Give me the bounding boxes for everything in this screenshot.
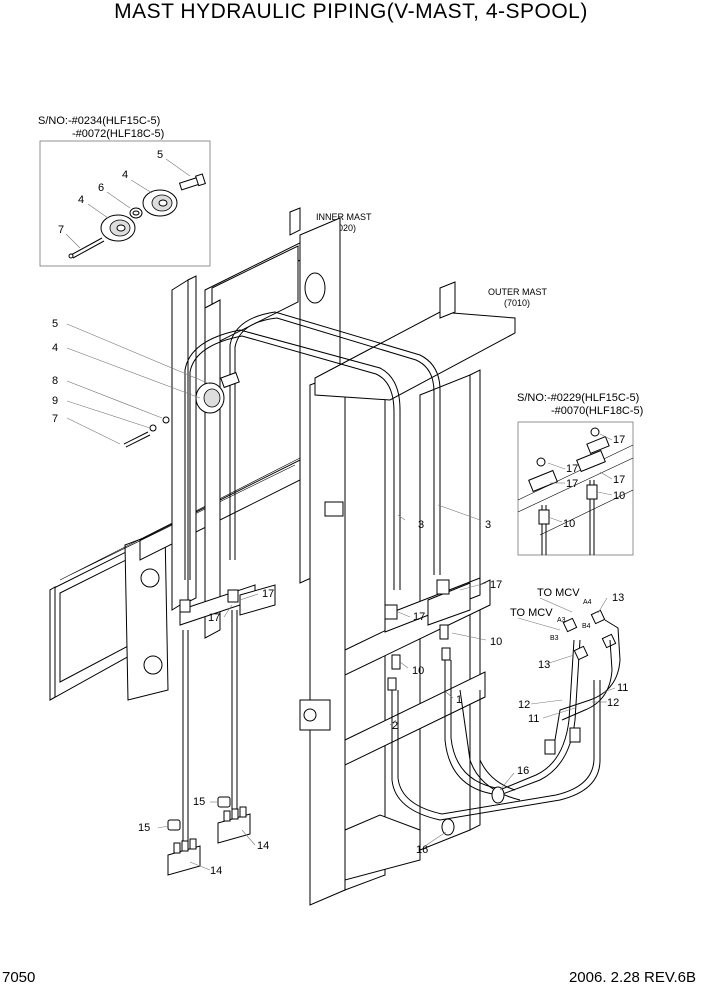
inset-bolt bbox=[178, 173, 206, 191]
callout-7: 7 bbox=[58, 224, 64, 236]
callout-11: 11 bbox=[528, 713, 539, 725]
leader bbox=[599, 471, 613, 480]
callout-8: 8 bbox=[52, 375, 58, 387]
inset-spacer bbox=[129, 207, 143, 219]
callout-14: 14 bbox=[210, 865, 222, 877]
hose-brackets bbox=[179, 577, 481, 691]
hose-clamp bbox=[491, 786, 505, 804]
callout-10: 10 bbox=[412, 665, 424, 677]
serial-note-right: S/NO:-#0229(HLF15C-5) -#0070(HLF18C-5) bbox=[517, 392, 643, 418]
callout-4: 4 bbox=[122, 169, 128, 181]
outer-mast-name: OUTER MAST bbox=[488, 287, 548, 297]
callout-11: 11 bbox=[617, 682, 628, 694]
outer-mast bbox=[299, 281, 516, 906]
port-b3: B3 bbox=[550, 635, 559, 642]
callout-labels: 5 4 6 4 7 5 4 8 9 7 3 3 17 17 10 10 1 2 … bbox=[52, 149, 628, 877]
callout-6: 6 bbox=[98, 182, 104, 194]
to-mcv-label: TO MCV bbox=[510, 607, 553, 619]
inset-roller-right bbox=[142, 189, 178, 217]
callout-9: 9 bbox=[52, 395, 58, 407]
port-a4: A4 bbox=[583, 599, 592, 606]
callout-4: 4 bbox=[52, 342, 58, 354]
inset-pin bbox=[68, 237, 105, 259]
sheave bbox=[123, 371, 240, 448]
callout-13: 13 bbox=[538, 659, 550, 671]
callout-5: 5 bbox=[52, 318, 58, 330]
leader bbox=[87, 203, 109, 219]
leader bbox=[547, 516, 563, 523]
to-mcv-label: TO MCV bbox=[537, 587, 580, 599]
revision-date: 2006. 2.28 REV.6B bbox=[568, 969, 696, 986]
page-title: MAST HYDRAULIC PIPING(V-MAST, 4-SPOOL) bbox=[114, 0, 588, 23]
callout-10: 10 bbox=[563, 518, 575, 530]
callout-12: 12 bbox=[518, 699, 530, 711]
callout-10: 10 bbox=[490, 636, 502, 648]
inset-roller-left bbox=[100, 214, 136, 242]
callout-16: 16 bbox=[416, 844, 428, 856]
page-number: 7050 bbox=[2, 969, 36, 986]
callout-17: 17 bbox=[262, 588, 274, 600]
leader bbox=[599, 433, 613, 441]
callout-17: 17 bbox=[613, 434, 625, 446]
leader bbox=[165, 158, 191, 177]
callout-17: 17 bbox=[566, 478, 578, 490]
outer-mast-number: (7010) bbox=[504, 298, 531, 308]
callout-17: 17 bbox=[613, 474, 625, 486]
callout-17: 17 bbox=[566, 463, 578, 475]
callout-15: 15 bbox=[138, 822, 150, 834]
manifold-block-right bbox=[217, 796, 251, 844]
serial-note-top: S/NO:-#0234(HLF15C-5) -#0072(HLF18C-5) bbox=[38, 115, 164, 141]
mcv-fittings bbox=[544, 609, 621, 755]
leader bbox=[65, 233, 81, 249]
port-b4: B4 bbox=[582, 623, 591, 630]
callout-15: 15 bbox=[193, 796, 205, 808]
leader bbox=[130, 179, 153, 194]
callout-1: 1 bbox=[456, 694, 462, 706]
serial-line-1: S/NO:-#0234(HLF15C-5) bbox=[38, 115, 161, 127]
inset-hose-brackets bbox=[517, 427, 634, 555]
serial-line-1: S/NO:-#0229(HLF15C-5) bbox=[517, 392, 640, 404]
callout-3: 3 bbox=[418, 519, 424, 531]
callout-12: 12 bbox=[607, 697, 619, 709]
hose-loops bbox=[184, 311, 441, 590]
callout-3: 3 bbox=[485, 519, 491, 531]
callout-10: 10 bbox=[613, 490, 625, 502]
detail-box-top bbox=[39, 140, 211, 267]
callout-5: 5 bbox=[157, 149, 163, 161]
leader-lines bbox=[66, 323, 616, 871]
callout-13: 13 bbox=[612, 592, 624, 604]
serial-line-2: -#0072(HLF18C-5) bbox=[72, 128, 165, 140]
inner-mast-label: INNER MAST (7020) bbox=[316, 212, 372, 234]
callout-17: 17 bbox=[208, 612, 220, 624]
leader bbox=[547, 462, 566, 470]
callout-2: 2 bbox=[392, 720, 398, 732]
callout-14: 14 bbox=[257, 840, 269, 852]
callout-17: 17 bbox=[413, 611, 425, 623]
callout-4: 4 bbox=[78, 194, 84, 206]
serial-line-2: -#0070(HLF18C-5) bbox=[551, 405, 644, 417]
manifold-block-left bbox=[167, 819, 201, 876]
detail-box-right bbox=[517, 421, 634, 556]
leader bbox=[106, 191, 131, 209]
port-a3: A3 bbox=[557, 617, 566, 624]
leader bbox=[597, 491, 613, 496]
callout-7: 7 bbox=[52, 413, 58, 425]
inner-mast-name: INNER MAST bbox=[316, 212, 372, 222]
outer-mast-label: OUTER MAST (7010) bbox=[488, 287, 547, 309]
callout-17: 17 bbox=[490, 579, 502, 591]
hose-clamp bbox=[441, 818, 455, 836]
callout-16: 16 bbox=[517, 765, 529, 777]
inner-mast-number: (7020) bbox=[330, 223, 357, 233]
